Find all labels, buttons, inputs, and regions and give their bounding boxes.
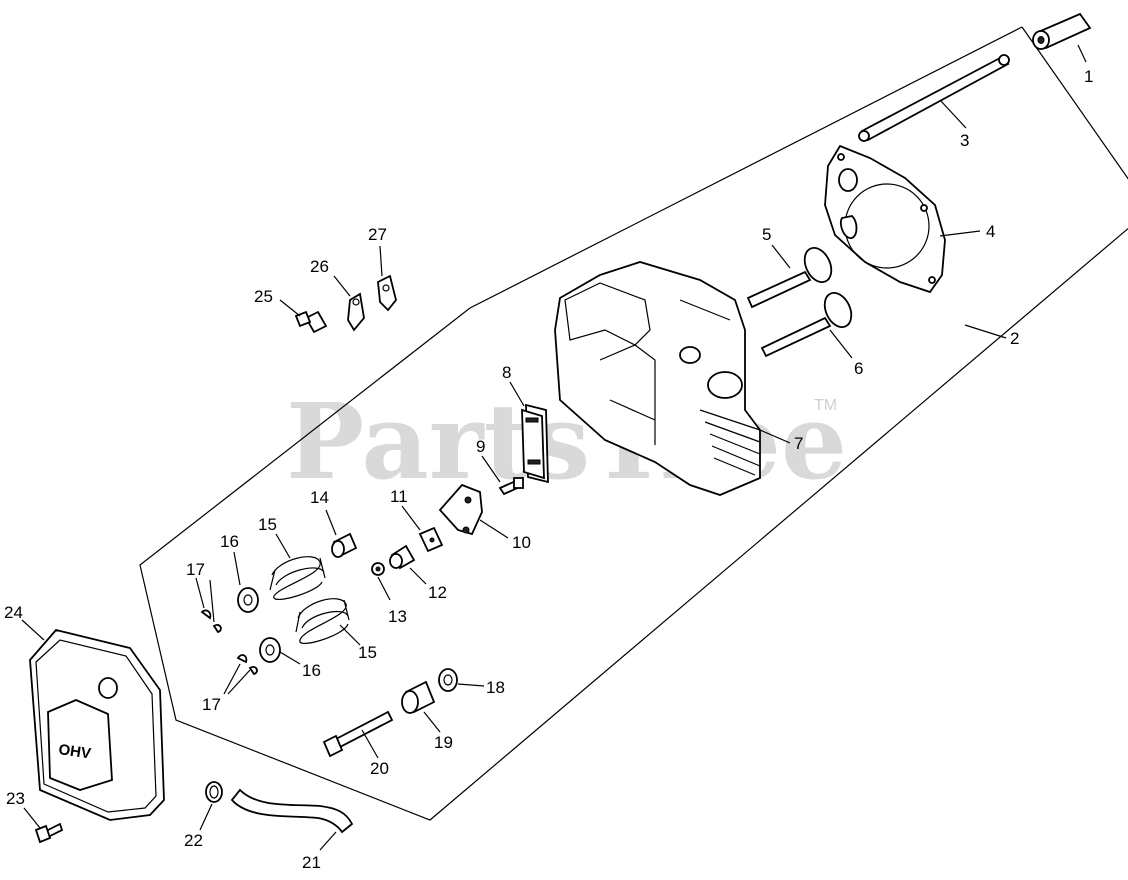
callout-4: 4	[986, 222, 995, 241]
callout-8: 8	[502, 363, 511, 382]
callout-16b: 16	[302, 661, 321, 680]
callout-10: 10	[512, 533, 531, 552]
part-14-retainer[interactable]	[331, 532, 358, 558]
callout-20: 20	[370, 759, 389, 778]
callout-16a: 16	[220, 532, 239, 551]
part-21-hose[interactable]	[230, 788, 354, 834]
part-16b-washer[interactable]	[259, 637, 281, 663]
callout-13: 13	[388, 607, 407, 626]
part-7-cylinder-head[interactable]	[554, 261, 761, 496]
callout-15a: 15	[258, 515, 277, 534]
callout-25: 25	[254, 287, 273, 306]
cover-ohv-label: OHV	[57, 741, 92, 762]
callout-17b: 17	[202, 695, 221, 714]
part-22-clamp[interactable]	[205, 781, 223, 803]
callout-9: 9	[476, 437, 485, 456]
callout-14: 14	[310, 488, 329, 507]
callout-12: 12	[428, 583, 447, 602]
callout-6: 6	[854, 359, 863, 378]
part-18-washer[interactable]	[438, 668, 458, 692]
callout-27: 27	[368, 225, 387, 244]
callout-19: 19	[434, 733, 453, 752]
callout-23: 23	[6, 789, 25, 808]
part-17a-keepers[interactable]	[200, 609, 222, 634]
callout-11: 11	[390, 487, 408, 506]
callout-5: 5	[762, 225, 771, 244]
part-9-stud[interactable]	[498, 477, 524, 496]
part-5-valve[interactable]	[746, 244, 836, 309]
part-11-pivot[interactable]	[418, 526, 444, 553]
callout-17a: 17	[186, 560, 205, 579]
part-1-sleeve[interactable]	[1032, 12, 1092, 50]
part-19-spacer[interactable]	[401, 680, 436, 714]
part-8-plate[interactable]	[521, 403, 549, 484]
assembly-outline	[139, 26, 1128, 821]
callout-22: 22	[184, 831, 203, 850]
part-25-screw[interactable]	[294, 310, 328, 334]
callout-labels: 1 2 3 4 5 6 7 8 9 10 11 12 13 14 15 15 1…	[4, 67, 1093, 872]
callout-7: 7	[794, 434, 803, 453]
callout-15b: 15	[358, 643, 377, 662]
callout-2: 2	[1010, 329, 1019, 348]
callout-26: 26	[310, 257, 329, 276]
part-15b-spring[interactable]	[295, 598, 350, 644]
watermark-trademark: TM	[814, 397, 837, 414]
callout-18: 18	[486, 678, 505, 697]
part-27-bracket[interactable]	[377, 274, 397, 312]
part-12-adjuster[interactable]	[389, 544, 416, 570]
part-10-rocker-arm[interactable]	[438, 483, 483, 536]
part-15a-spring[interactable]	[269, 556, 326, 601]
callout-21: 21	[302, 853, 321, 872]
part-3-push-rod[interactable]	[858, 54, 1010, 142]
part-17b-keepers[interactable]	[236, 654, 258, 676]
part-24-valve-cover[interactable]: OHV	[29, 628, 165, 821]
part-16a-washer[interactable]	[237, 587, 259, 613]
callout-3: 3	[960, 131, 969, 150]
part-20-bolt[interactable]	[322, 710, 394, 758]
part-23-screw[interactable]	[34, 822, 64, 844]
part-6-valve[interactable]	[760, 289, 856, 358]
callout-1: 1	[1084, 67, 1093, 86]
callout-24: 24	[4, 603, 23, 622]
leader-lines	[21, 44, 1087, 851]
part-26-bracket[interactable]	[347, 292, 365, 332]
part-13-nut[interactable]	[371, 562, 385, 576]
part-4-head-gasket[interactable]	[824, 144, 946, 294]
